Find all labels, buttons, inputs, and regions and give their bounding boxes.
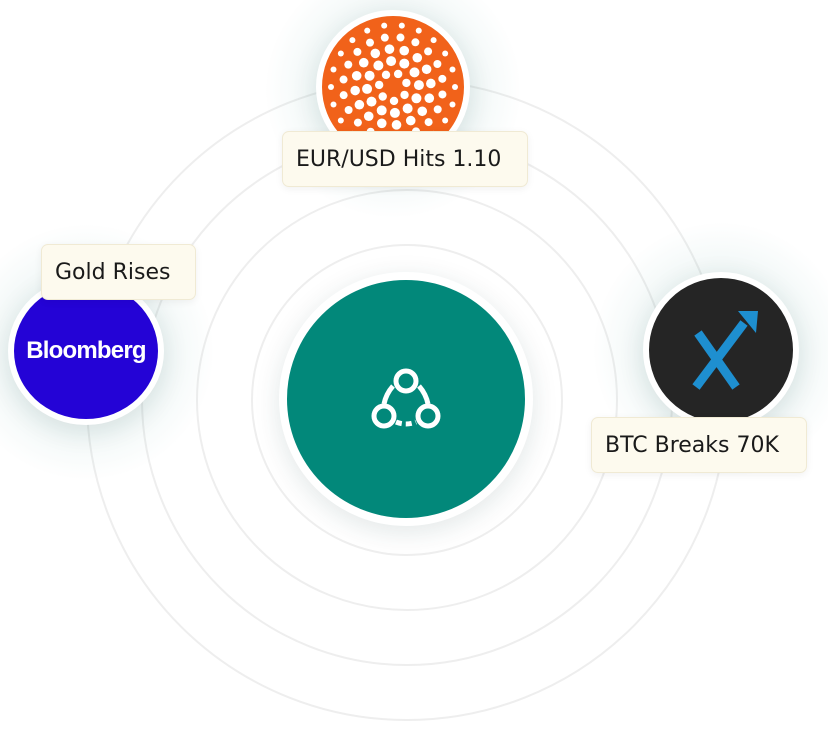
headline-gold-text: Gold Rises xyxy=(55,259,171,285)
sunburst-dot xyxy=(421,64,432,75)
sunburst-dot xyxy=(389,96,399,106)
dotted-sunburst-icon xyxy=(328,22,458,152)
sunburst-dot xyxy=(402,103,413,114)
x-arrow-up-icon xyxy=(692,311,758,390)
sunburst-dot xyxy=(344,106,353,115)
sunburst-dot xyxy=(328,84,334,90)
trend-x-logo xyxy=(643,272,799,428)
sunburst-dot xyxy=(442,50,449,57)
sunburst-dot xyxy=(370,48,381,59)
sunburst-dot xyxy=(374,80,384,90)
sunburst-dot xyxy=(413,80,424,91)
sunburst-dot xyxy=(411,93,422,104)
sunburst-dot xyxy=(433,59,442,68)
sunburst-dot xyxy=(373,60,384,71)
sunburst-dot xyxy=(384,44,395,54)
sunburst-dot xyxy=(426,78,436,89)
headline-eur-usd: EUR/USD Hits 1.10 xyxy=(282,131,528,187)
sunburst-dot xyxy=(415,27,422,34)
sunburst-dot xyxy=(365,38,374,47)
sunburst-dot xyxy=(330,66,337,73)
sunburst-dot xyxy=(398,22,405,29)
sunburst-dot xyxy=(399,45,410,56)
sunburst-dot xyxy=(430,37,437,44)
sunburst-dot xyxy=(349,37,356,44)
sunburst-dot xyxy=(354,99,365,110)
sunburst-dot xyxy=(438,90,447,99)
sunburst-dot xyxy=(378,92,387,101)
sunburst-dot xyxy=(337,50,344,57)
sunburst-dot xyxy=(358,57,369,68)
sunburst-dot xyxy=(417,106,428,117)
sunburst-dot xyxy=(376,118,387,129)
orbit-ring-1 xyxy=(251,244,563,556)
center-hub xyxy=(279,272,533,526)
sunburst-dot xyxy=(424,93,435,104)
sunburst-dot xyxy=(433,105,442,114)
sunburst-dot xyxy=(442,117,449,124)
sunburst-dot xyxy=(339,75,348,84)
sunburst-dot xyxy=(381,70,391,80)
sunburst-dot xyxy=(391,120,402,130)
sunburst-dot xyxy=(438,74,447,83)
sunburst-dot xyxy=(411,38,420,47)
sunburst-dot xyxy=(452,84,458,90)
sunburst-dot xyxy=(400,90,409,100)
sunburst-dot xyxy=(364,27,371,34)
sunburst-dot xyxy=(412,52,423,63)
sunburst-dot xyxy=(351,70,362,81)
sunburst-dot xyxy=(364,70,375,81)
sunburst-dot xyxy=(366,96,377,107)
sunburst-dot xyxy=(424,47,433,56)
sunburst-dot xyxy=(386,56,397,67)
sunburst-dot xyxy=(402,78,411,88)
sunburst-dot xyxy=(353,118,362,127)
sunburst-dot xyxy=(339,91,348,100)
headline-btc-text: BTC Breaks 70K xyxy=(605,432,779,458)
sunburst-dot xyxy=(399,58,410,69)
sunburst-dot xyxy=(449,66,456,73)
bloomberg-wordmark: Bloomberg xyxy=(26,337,146,364)
sunburst-dot xyxy=(389,107,400,118)
sunburst-dot xyxy=(353,47,362,56)
sunburst-dot xyxy=(380,33,389,42)
headline-btc: BTC Breaks 70K xyxy=(591,417,807,473)
sunburst-dot xyxy=(363,111,374,122)
sunburst-dot xyxy=(449,101,456,108)
sunburst-dot xyxy=(362,83,373,94)
network-nodes-icon xyxy=(371,368,441,429)
sunburst-dot xyxy=(330,101,337,108)
sunburst-dot xyxy=(381,22,388,29)
sunburst-dot xyxy=(405,115,416,126)
sunburst-dot xyxy=(396,33,405,42)
sunburst-dot xyxy=(424,118,433,127)
bloomberg-logo: Bloomberg xyxy=(8,277,164,425)
sunburst-dot xyxy=(337,117,344,124)
sunburst-dot xyxy=(376,105,387,116)
orbit-ring-2 xyxy=(196,189,618,611)
sunburst-dot xyxy=(409,67,420,78)
sunburst-dot xyxy=(393,69,403,79)
headline-eur-usd-text: EUR/USD Hits 1.10 xyxy=(296,146,502,172)
sunburst-dot xyxy=(350,85,360,96)
sunburst-dot xyxy=(344,60,353,69)
headline-gold: Gold Rises xyxy=(41,244,196,300)
